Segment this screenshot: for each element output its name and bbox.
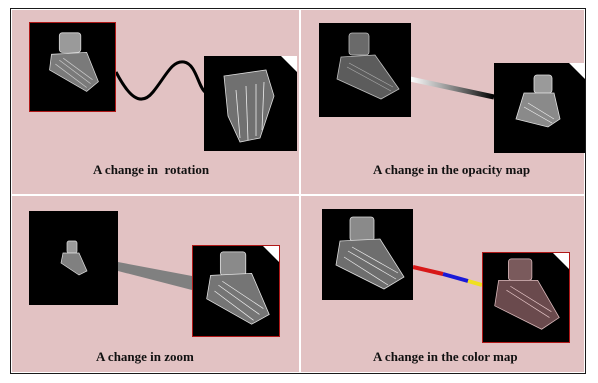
outer-frame: [10, 8, 586, 374]
